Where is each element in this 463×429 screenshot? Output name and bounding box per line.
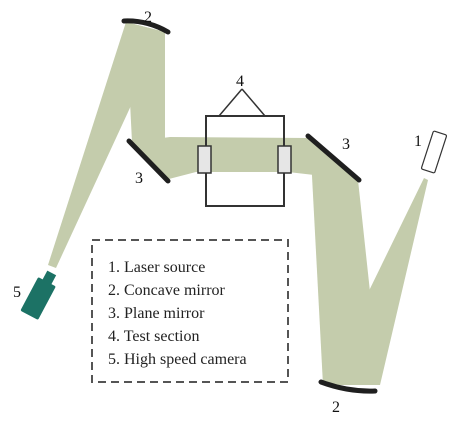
test-section-window-left — [197, 145, 212, 174]
label-concave-mirror-bottom-number: 2 — [332, 399, 340, 416]
beam-through-test-section — [132, 137, 358, 180]
legend-box — [91, 239, 289, 383]
concave-mirror-icon — [318, 379, 378, 394]
laser-source-icon — [420, 130, 448, 174]
camera-icon — [20, 270, 57, 320]
legend-item-5: 5. High speed camera — [108, 351, 247, 368]
concave-mirror-icon — [121, 18, 171, 35]
legend-item-1: 1. Laser source — [108, 259, 205, 276]
label-concave-mirror-top-number: 2 — [144, 9, 152, 26]
label-plane-mirror-right-number: 3 — [342, 136, 350, 153]
plane-mirror-icon — [126, 138, 171, 184]
legend-item-4: 4. Test section — [108, 328, 199, 345]
test-section-window-right — [277, 145, 292, 174]
beam-concave-to-camera — [48, 22, 165, 268]
label-plane-mirror-left-number: 3 — [135, 170, 143, 187]
plane-mirror-icon — [305, 133, 362, 183]
label-test-section-number: 4 — [236, 73, 244, 90]
beam-concave-to-plane — [310, 138, 380, 385]
label-laser-number: 1 — [414, 133, 422, 150]
test-section-pointer-left — [218, 88, 243, 117]
light-beam — [48, 22, 428, 385]
legend-item-2: 2. Concave mirror — [108, 282, 226, 299]
legend-item-3: 3. Plane mirror — [108, 305, 205, 322]
test-section-pointer-right — [241, 88, 266, 117]
label-camera-number: 5 — [13, 284, 21, 301]
